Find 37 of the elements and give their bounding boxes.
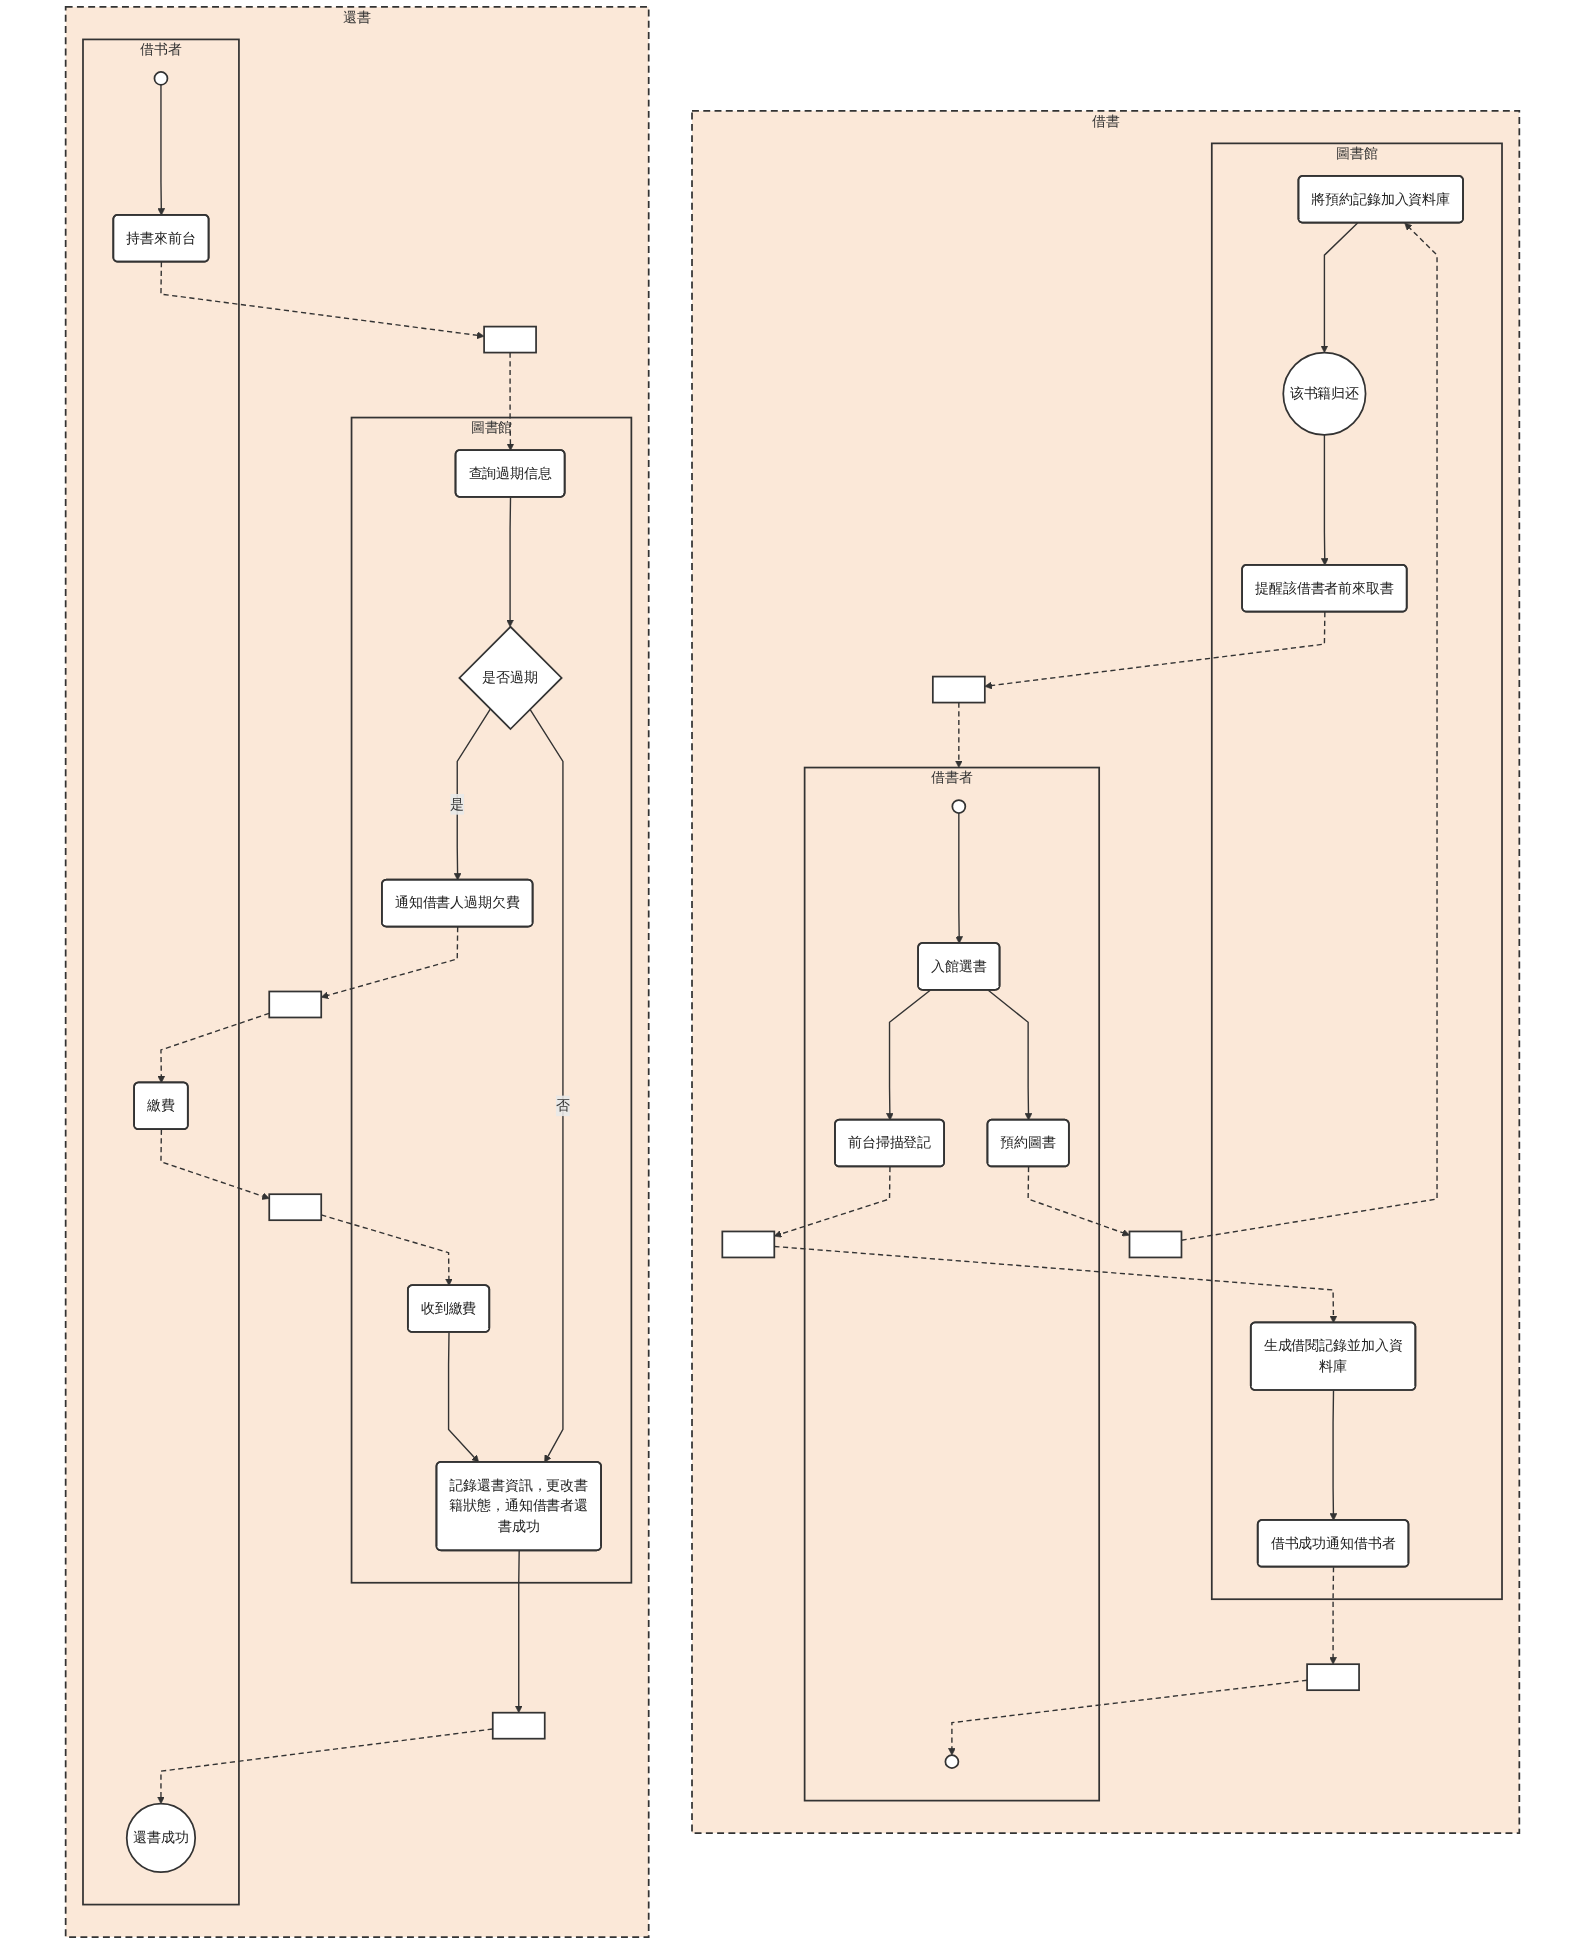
node-envelope — [268, 1193, 323, 1222]
arrow — [160, 261, 485, 340]
arrow — [506, 351, 515, 451]
arrow — [886, 989, 931, 1121]
arrow — [447, 1331, 480, 1463]
arrow — [514, 1550, 523, 1714]
edge-label: 否 — [556, 1097, 570, 1114]
node-envelope — [1306, 1663, 1360, 1692]
node-circle — [153, 71, 169, 86]
arrow — [948, 1679, 1308, 1756]
arrow — [506, 496, 514, 628]
node-envelope — [931, 675, 986, 704]
node-envelope — [483, 325, 537, 354]
arrow — [1329, 1389, 1338, 1521]
arrow — [157, 1012, 270, 1084]
node-circle — [951, 799, 967, 814]
arrow — [955, 812, 963, 944]
node-circle: 该书籍归还 — [1282, 351, 1367, 436]
arrow — [157, 84, 166, 216]
arrow — [987, 989, 1033, 1121]
node-circle — [944, 1754, 960, 1769]
node-envelope — [1128, 1230, 1183, 1259]
edge-label: 是 — [450, 795, 465, 813]
arrow — [1320, 222, 1359, 353]
node-envelope — [268, 990, 323, 1019]
arrow — [1329, 1566, 1337, 1665]
arrow — [984, 611, 1326, 690]
arrow — [955, 701, 963, 768]
arrow — [529, 708, 564, 1463]
node-envelope — [721, 1230, 776, 1259]
arrow — [453, 708, 491, 881]
arrow — [160, 1128, 270, 1200]
arrow — [1027, 1166, 1130, 1237]
arrow — [1320, 434, 1329, 566]
node-envelope — [491, 1711, 546, 1740]
node-diamond: 是否過期 — [458, 625, 563, 731]
node-circle: 還書成功 — [125, 1802, 197, 1873]
